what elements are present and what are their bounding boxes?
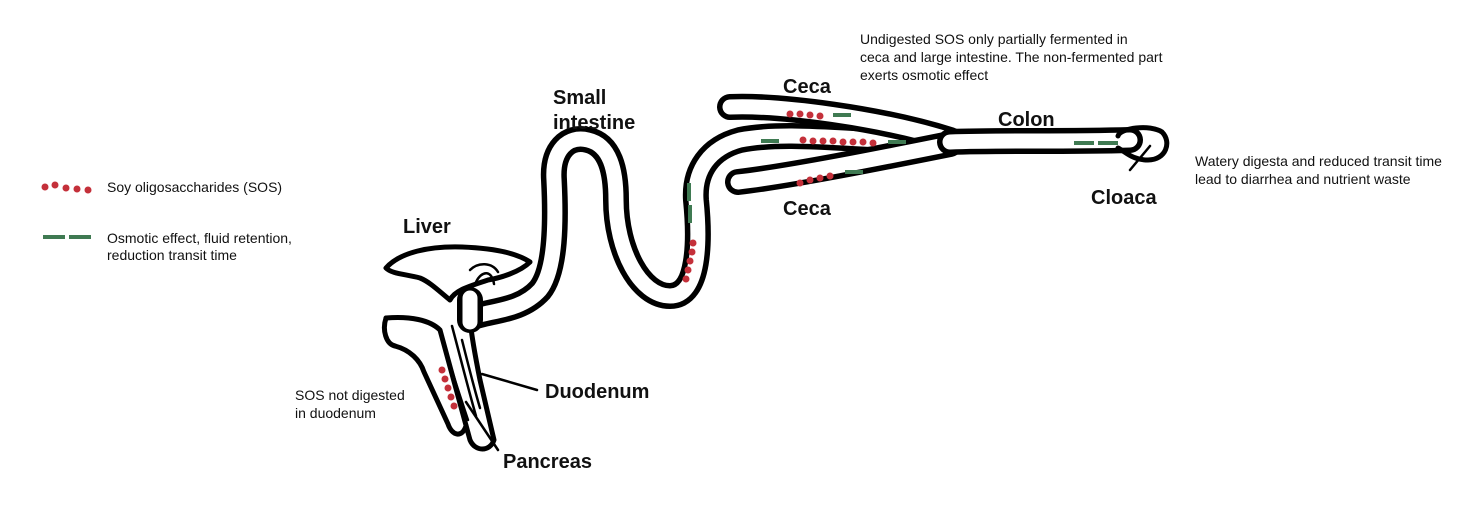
liver-shape: [383, 244, 533, 303]
cloaca-note-line2: lead to diarrhea and nutrient waste: [1195, 171, 1411, 187]
osmotic-dashes: [687, 113, 1118, 223]
cloaca-shape: [1115, 125, 1170, 172]
legend-osmotic-label-line2: reduction transit time: [107, 247, 237, 263]
legend-osmotic-marker: [43, 235, 91, 239]
duodenum-note-line1: SOS not digested: [295, 387, 405, 403]
liver-label: Liver: [403, 216, 451, 238]
colon: [937, 127, 1143, 155]
ceca-lower: [725, 131, 963, 195]
colon-label: Colon: [998, 109, 1055, 131]
legend-sos-marker: [41, 181, 92, 194]
duodenum-note-line2: in duodenum: [295, 405, 376, 421]
ceca-upper-label: Ceca: [783, 76, 832, 98]
pancreas-label: Pancreas: [503, 451, 592, 473]
small-intestine-label-line2: intestine: [553, 112, 635, 134]
duodenum-label: Duodenum: [545, 381, 649, 403]
duodenum-pointer: [480, 372, 539, 392]
ceca-note-line3: exerts osmotic effect: [860, 67, 988, 83]
ceca-upper: [717, 93, 963, 153]
small-intestine-label-line1: Small: [553, 87, 606, 109]
ceca-note-line1: Undigested SOS only partially fermented …: [860, 31, 1128, 47]
legend-sos-label: Soy oligosaccharides (SOS): [107, 179, 282, 195]
cloaca-note-line1: Watery digesta and reduced transit time: [1195, 153, 1442, 169]
sos-dots: [438, 110, 877, 410]
pancreas-pointer: [464, 400, 500, 452]
ceca-note-line2: ceca and large intestine. The non-fermen…: [860, 49, 1163, 65]
legend-osmotic-label-line1: Osmotic effect, fluid retention,: [107, 230, 292, 246]
legend: Soy oligosaccharides (SOS) Osmotic effec…: [41, 179, 292, 263]
duodenum-loop: [381, 315, 497, 452]
small-intestine: [457, 123, 963, 333]
cloaca-label: Cloaca: [1091, 187, 1157, 209]
ceca-lower-label: Ceca: [783, 198, 832, 220]
